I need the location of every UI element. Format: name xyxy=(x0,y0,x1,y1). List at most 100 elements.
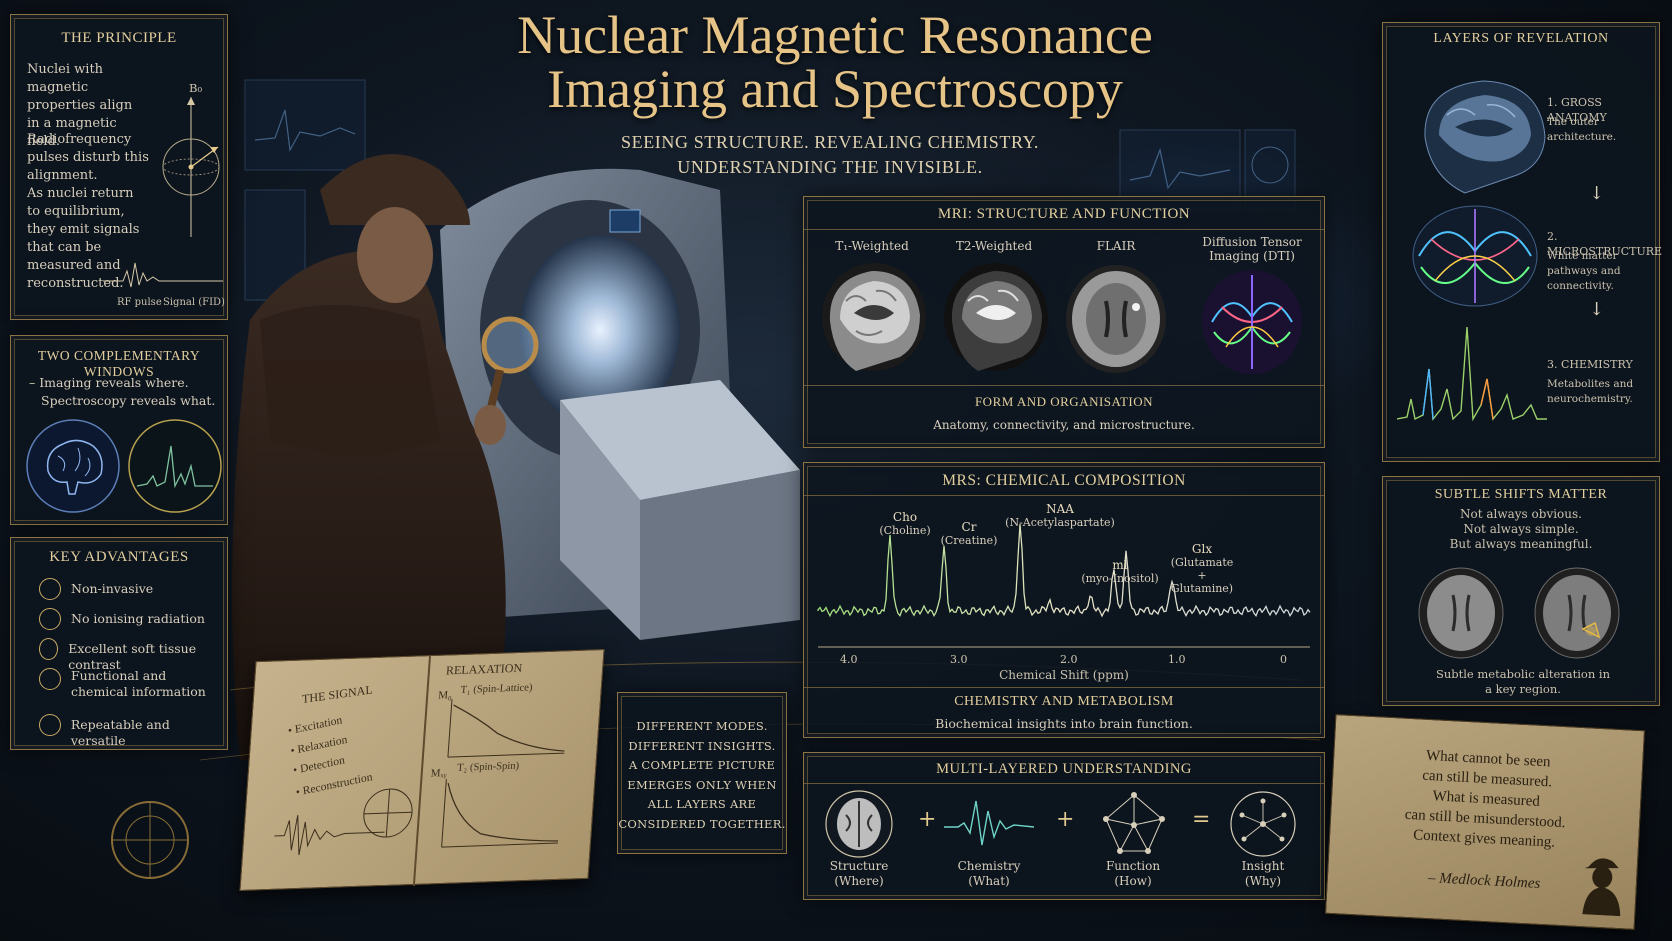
subtitle-line-1: SEEING STRUCTURE. REVEALING CHEMISTRY. xyxy=(621,132,1039,152)
multi-label-structure: Structure(Where) xyxy=(829,859,889,888)
title-line-1: Nuclear Magnetic Resonance xyxy=(517,5,1153,65)
advantage-label: Non-invasive xyxy=(71,581,154,596)
spectrum-line xyxy=(817,524,1311,618)
modes-note-line: DIFFERENT MODES. xyxy=(636,719,768,733)
detective-figure xyxy=(232,154,539,760)
advantage-item: Non-invasive xyxy=(39,578,153,600)
plus-sign: + xyxy=(918,807,937,832)
book-right-title: RELAXATION xyxy=(445,660,523,678)
mri-panel: MRI: STRUCTURE AND FUNCTION T₁-Weighted … xyxy=(803,196,1325,448)
principle-title: THE PRINCIPLE xyxy=(61,30,177,46)
advantage-label: Functional and chemical information xyxy=(71,668,206,699)
modes-note-line: CONSIDERED TOGETHER. xyxy=(618,816,786,831)
open-book: THE SIGNAL • Excitation • Relaxation • D… xyxy=(239,648,605,892)
layer-head-1: 1. GROSS ANATOMY xyxy=(1547,96,1607,124)
peak-label-ml: ml (myo-Inositol) xyxy=(1081,558,1159,586)
x-tick-label: 4.0 xyxy=(840,653,858,666)
contrast-icon xyxy=(39,638,59,660)
no-radiation-icon xyxy=(39,578,61,600)
advantages-title: KEY ADVANTAGES xyxy=(49,549,189,565)
spin-diagram xyxy=(162,97,220,237)
structure-brain-icon xyxy=(825,790,893,858)
principle-text-3: As nuclei return to equilibrium, they em… xyxy=(27,186,140,291)
multi-title: MULTI-LAYERED UNDERSTANDING xyxy=(936,761,1192,777)
multi-label-chemistry: Chemistry(What) xyxy=(957,859,1021,888)
book-item: • Relaxation xyxy=(290,733,349,758)
book-t2-label: T₂ (Spin-Spin) xyxy=(456,760,520,774)
down-arrow-icon: ↓ xyxy=(1589,299,1605,320)
mri-scanner xyxy=(440,168,800,640)
quote-card: What cannot be seen can still be measure… xyxy=(1324,714,1646,930)
quote-author: – Medlock Holmes xyxy=(1427,870,1541,892)
modes-note-line: EMERGES ONLY WHEN xyxy=(627,777,777,792)
repeat-icon xyxy=(39,714,61,736)
book-t1-label: T₁ (Spin-Lattice) xyxy=(460,682,533,696)
main-title: Nuclear Magnetic Resonance Imaging and S… xyxy=(380,8,1290,116)
rf-pulse-label: RF pulse xyxy=(117,297,162,308)
multi-panel: MULTI-LAYERED UNDERSTANDING + + = Struct… xyxy=(803,752,1325,900)
chemistry-wave-icon xyxy=(944,800,1034,846)
down-arrow-icon: ↓ xyxy=(1589,183,1605,204)
peak-label-cho: Cho (Choline) xyxy=(879,510,931,538)
flair-brain-image xyxy=(1066,265,1166,373)
mri-footer-title: FORM AND ORGANISATION xyxy=(974,394,1154,409)
modes-note-panel: DIFFERENT MODES. DIFFERENT INSIGHTS. A C… xyxy=(617,692,787,854)
layer-sub-1: The outer architecture. xyxy=(1547,116,1617,143)
x-tick-label: 1.0 xyxy=(1168,653,1186,666)
layer-sub-3: Metabolites and neurochemistry. xyxy=(1547,378,1634,405)
altered-brain-scan xyxy=(1534,567,1620,659)
multi-label-insight: Insight(Why) xyxy=(1241,859,1285,888)
mrs-footer-title: CHEMISTRY AND METABOLISM xyxy=(954,694,1174,709)
t2-brain-image xyxy=(944,263,1048,371)
multi-label-function: Function(How) xyxy=(1105,859,1161,888)
advantage-label: Excellent soft tissue contrast xyxy=(68,641,197,672)
normal-brain-scan xyxy=(1418,567,1504,659)
mri-mode-label: Diffusion Tensor Imaging (DTI) xyxy=(1202,235,1302,263)
peak-label-glx: Glx (Glutamate + Glutamine) xyxy=(1170,542,1234,596)
radiation-crossed-icon xyxy=(39,608,61,630)
plus-sign: + xyxy=(1056,807,1075,832)
principle-text-2: Radiofrequency pulses disturb this align… xyxy=(27,132,149,183)
shifts-title: SUBTLE SHIFTS MATTER xyxy=(1434,487,1608,502)
shifts-line-3: But always meaningful. xyxy=(1449,537,1593,551)
mrs-footer-sub: Biochemical insights into brain function… xyxy=(935,716,1193,731)
spectrum-icon xyxy=(128,419,222,513)
fid-signal xyxy=(103,262,223,288)
x-tick-label: 0 xyxy=(1280,653,1287,666)
x-axis-label: Chemical Shift (ppm) xyxy=(999,668,1129,682)
peak-label-cr: Cr (Creatine) xyxy=(940,520,998,548)
windows-line-1: – Imaging reveals where. xyxy=(29,375,189,390)
function-network-icon xyxy=(1103,792,1165,854)
shifts-caption: Subtle metabolic alteration in a key reg… xyxy=(1435,667,1611,696)
function-icon xyxy=(39,668,61,690)
modes-note-line: DIFFERENT INSIGHTS. xyxy=(628,738,776,753)
windows-title: TWO COMPLEMENTARY WINDOWS xyxy=(37,348,201,379)
detective-silhouette-icon xyxy=(1582,858,1621,917)
advantage-item: Excellent soft tissue contrast xyxy=(39,638,227,673)
advantage-label: Repeatable and versatile xyxy=(70,717,170,748)
principle-panel: THE PRINCIPLE Nuclei with magnetic prope… xyxy=(10,14,228,320)
peak-label-naa: NAA (N-Acetylaspartate) xyxy=(1005,502,1115,530)
layer-head-2: 2. MICROSTRUCTURE xyxy=(1547,230,1663,258)
chemistry-spectrum xyxy=(1397,326,1547,422)
dti-brain-image xyxy=(1202,270,1302,374)
shifts-line-1: Not always obvious. xyxy=(1460,507,1582,521)
book-spin-sketch xyxy=(363,788,413,838)
subtitle-line-2: UNDERSTANDING THE INVISIBLE. xyxy=(677,157,983,177)
book-fid-sketch xyxy=(274,815,385,856)
gross-anatomy-brain xyxy=(1424,80,1546,194)
layer-head-3: 3. CHEMISTRY xyxy=(1547,358,1633,371)
advantage-label: No ionising radiation xyxy=(71,611,205,626)
x-tick-label: 3.0 xyxy=(950,653,968,666)
mrs-title: MRS: CHEMICAL COMPOSITION xyxy=(942,472,1186,489)
mri-footer-sub: Anatomy, connectivity, and microstructur… xyxy=(933,418,1195,432)
book-item: • Detection xyxy=(292,754,346,777)
mrs-panel: MRS: CHEMICAL COMPOSITION Cho (Choline) … xyxy=(803,462,1325,738)
shifts-panel: SUBTLE SHIFTS MATTER Not always obvious.… xyxy=(1382,476,1660,706)
modes-note-line: A COMPLETE PICTURE xyxy=(628,758,776,772)
advantage-item: No ionising radiation xyxy=(39,608,205,630)
t2-curve xyxy=(441,779,559,848)
x-tick-label: 2.0 xyxy=(1060,653,1078,666)
insight-network-icon xyxy=(1230,791,1296,857)
book-mxy-label: Mₓᵧ xyxy=(430,767,448,780)
